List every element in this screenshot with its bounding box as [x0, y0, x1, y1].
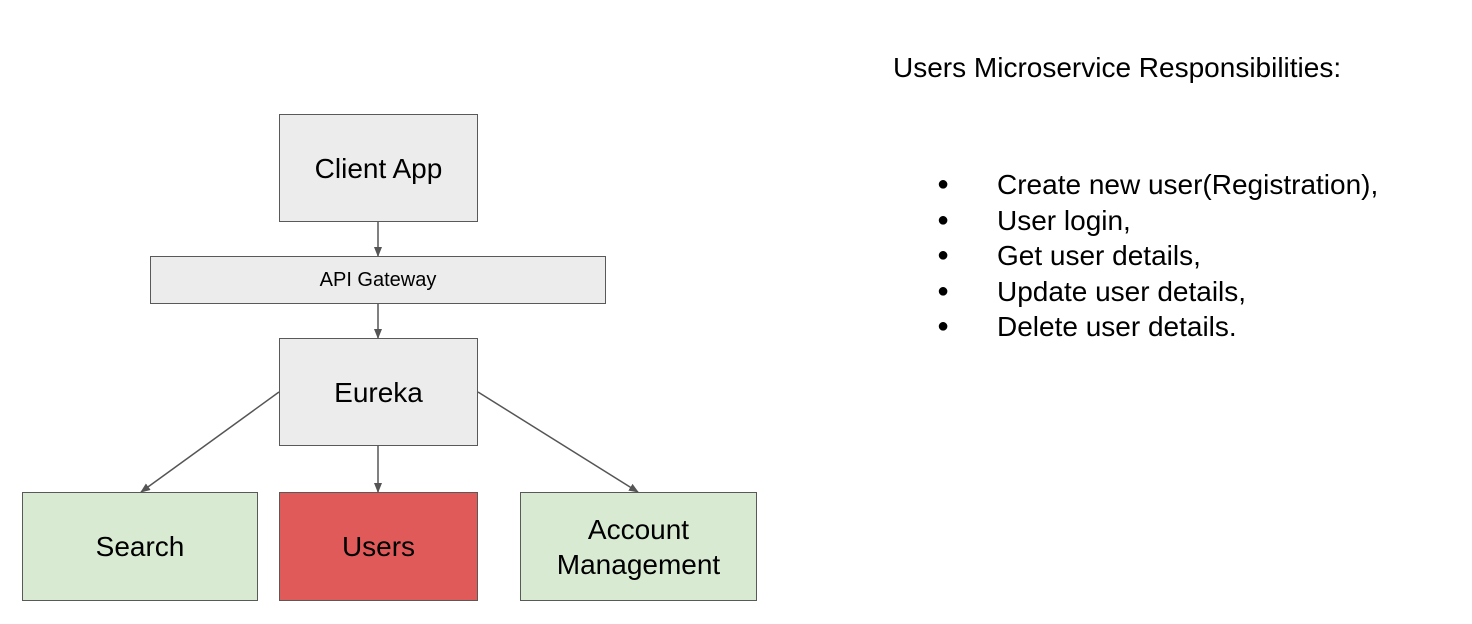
account-management-label: Account Management	[556, 513, 721, 580]
responsibilities-list: ● Create new user(Registration), ● User …	[893, 167, 1453, 345]
list-item-text: Create new user(Registration),	[997, 169, 1379, 200]
architecture-diagram: Client App API Gateway Eureka Search Use…	[22, 114, 757, 601]
list-item: ● Get user details,	[893, 238, 1453, 274]
list-item-text: Update user details,	[997, 275, 1247, 307]
list-item: ● Create new user(Registration),	[893, 167, 1453, 203]
list-item-text: User login,	[997, 204, 1131, 236]
list-item: ● Delete user details.	[893, 309, 1453, 345]
diagram-edges	[140, 222, 639, 493]
users-service-label: Users	[341, 531, 416, 562]
users-service-node: Users	[279, 492, 478, 601]
search-service-node: Search	[22, 492, 258, 601]
list-item-text: Get user details,	[997, 240, 1201, 272]
eureka-node: Eureka	[279, 338, 478, 446]
list-item: ● User login,	[893, 203, 1453, 239]
api-gateway-label: API Gateway	[319, 268, 437, 291]
responsibilities-panel: Users Microservice Responsibilities: ● C…	[893, 50, 1453, 342]
client-app-label: Client App	[314, 152, 443, 184]
account-management-node: Account Management	[520, 492, 757, 601]
eureka-label: Eureka	[334, 376, 423, 408]
edge-eureka-to-search	[140, 391, 280, 493]
bullet-icon: ●	[937, 279, 950, 302]
search-service-label: Search	[95, 531, 185, 562]
bullet-icon: ●	[937, 244, 950, 267]
list-item-text: Delete user details.	[997, 311, 1237, 343]
edge-eureka-to-account	[477, 391, 639, 493]
client-app-node: Client App	[279, 114, 478, 222]
list-item: ● Update user details,	[893, 274, 1453, 310]
bullet-icon: ●	[937, 173, 950, 195]
api-gateway-node: API Gateway	[150, 256, 606, 304]
panel-title: Users Microservice Responsibilities:	[893, 52, 1342, 83]
bullet-icon: ●	[937, 315, 950, 338]
bullet-icon: ●	[937, 208, 950, 231]
